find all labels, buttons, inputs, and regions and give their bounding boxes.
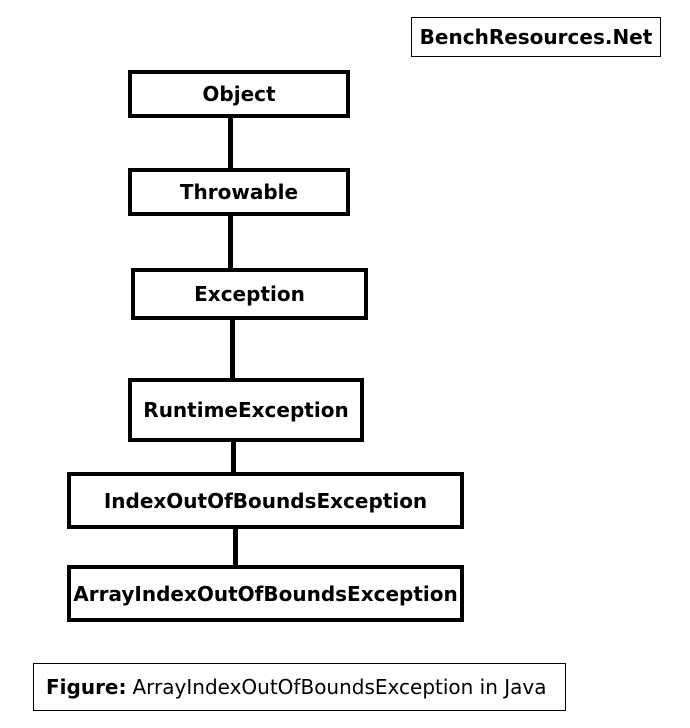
node-index-out-of-bounds-exception: IndexOutOfBoundsException: [67, 472, 464, 529]
connector-runtime-indexoutofbounds: [231, 440, 236, 474]
figure-caption-label: Figure:: [46, 675, 127, 699]
connector-throwable-exception: [228, 214, 233, 270]
node-object: Object: [128, 70, 350, 118]
node-throwable: Throwable: [128, 168, 350, 216]
node-runtime-exception: RuntimeException: [128, 378, 364, 442]
figure-caption-text: ArrayIndexOutOfBoundsException in Java: [132, 675, 547, 699]
brand-label: BenchResources.Net: [411, 17, 661, 57]
node-exception: Exception: [131, 268, 368, 320]
connector-exception-runtime: [230, 318, 235, 380]
figure-caption: Figure: ArrayIndexOutOfBoundsException i…: [33, 663, 566, 711]
connector-object-throwable: [228, 116, 233, 170]
connector-indexoutofbounds-arrayindex: [233, 527, 238, 567]
node-array-index-out-of-bounds-exception: ArrayIndexOutOfBoundsException: [67, 565, 464, 622]
